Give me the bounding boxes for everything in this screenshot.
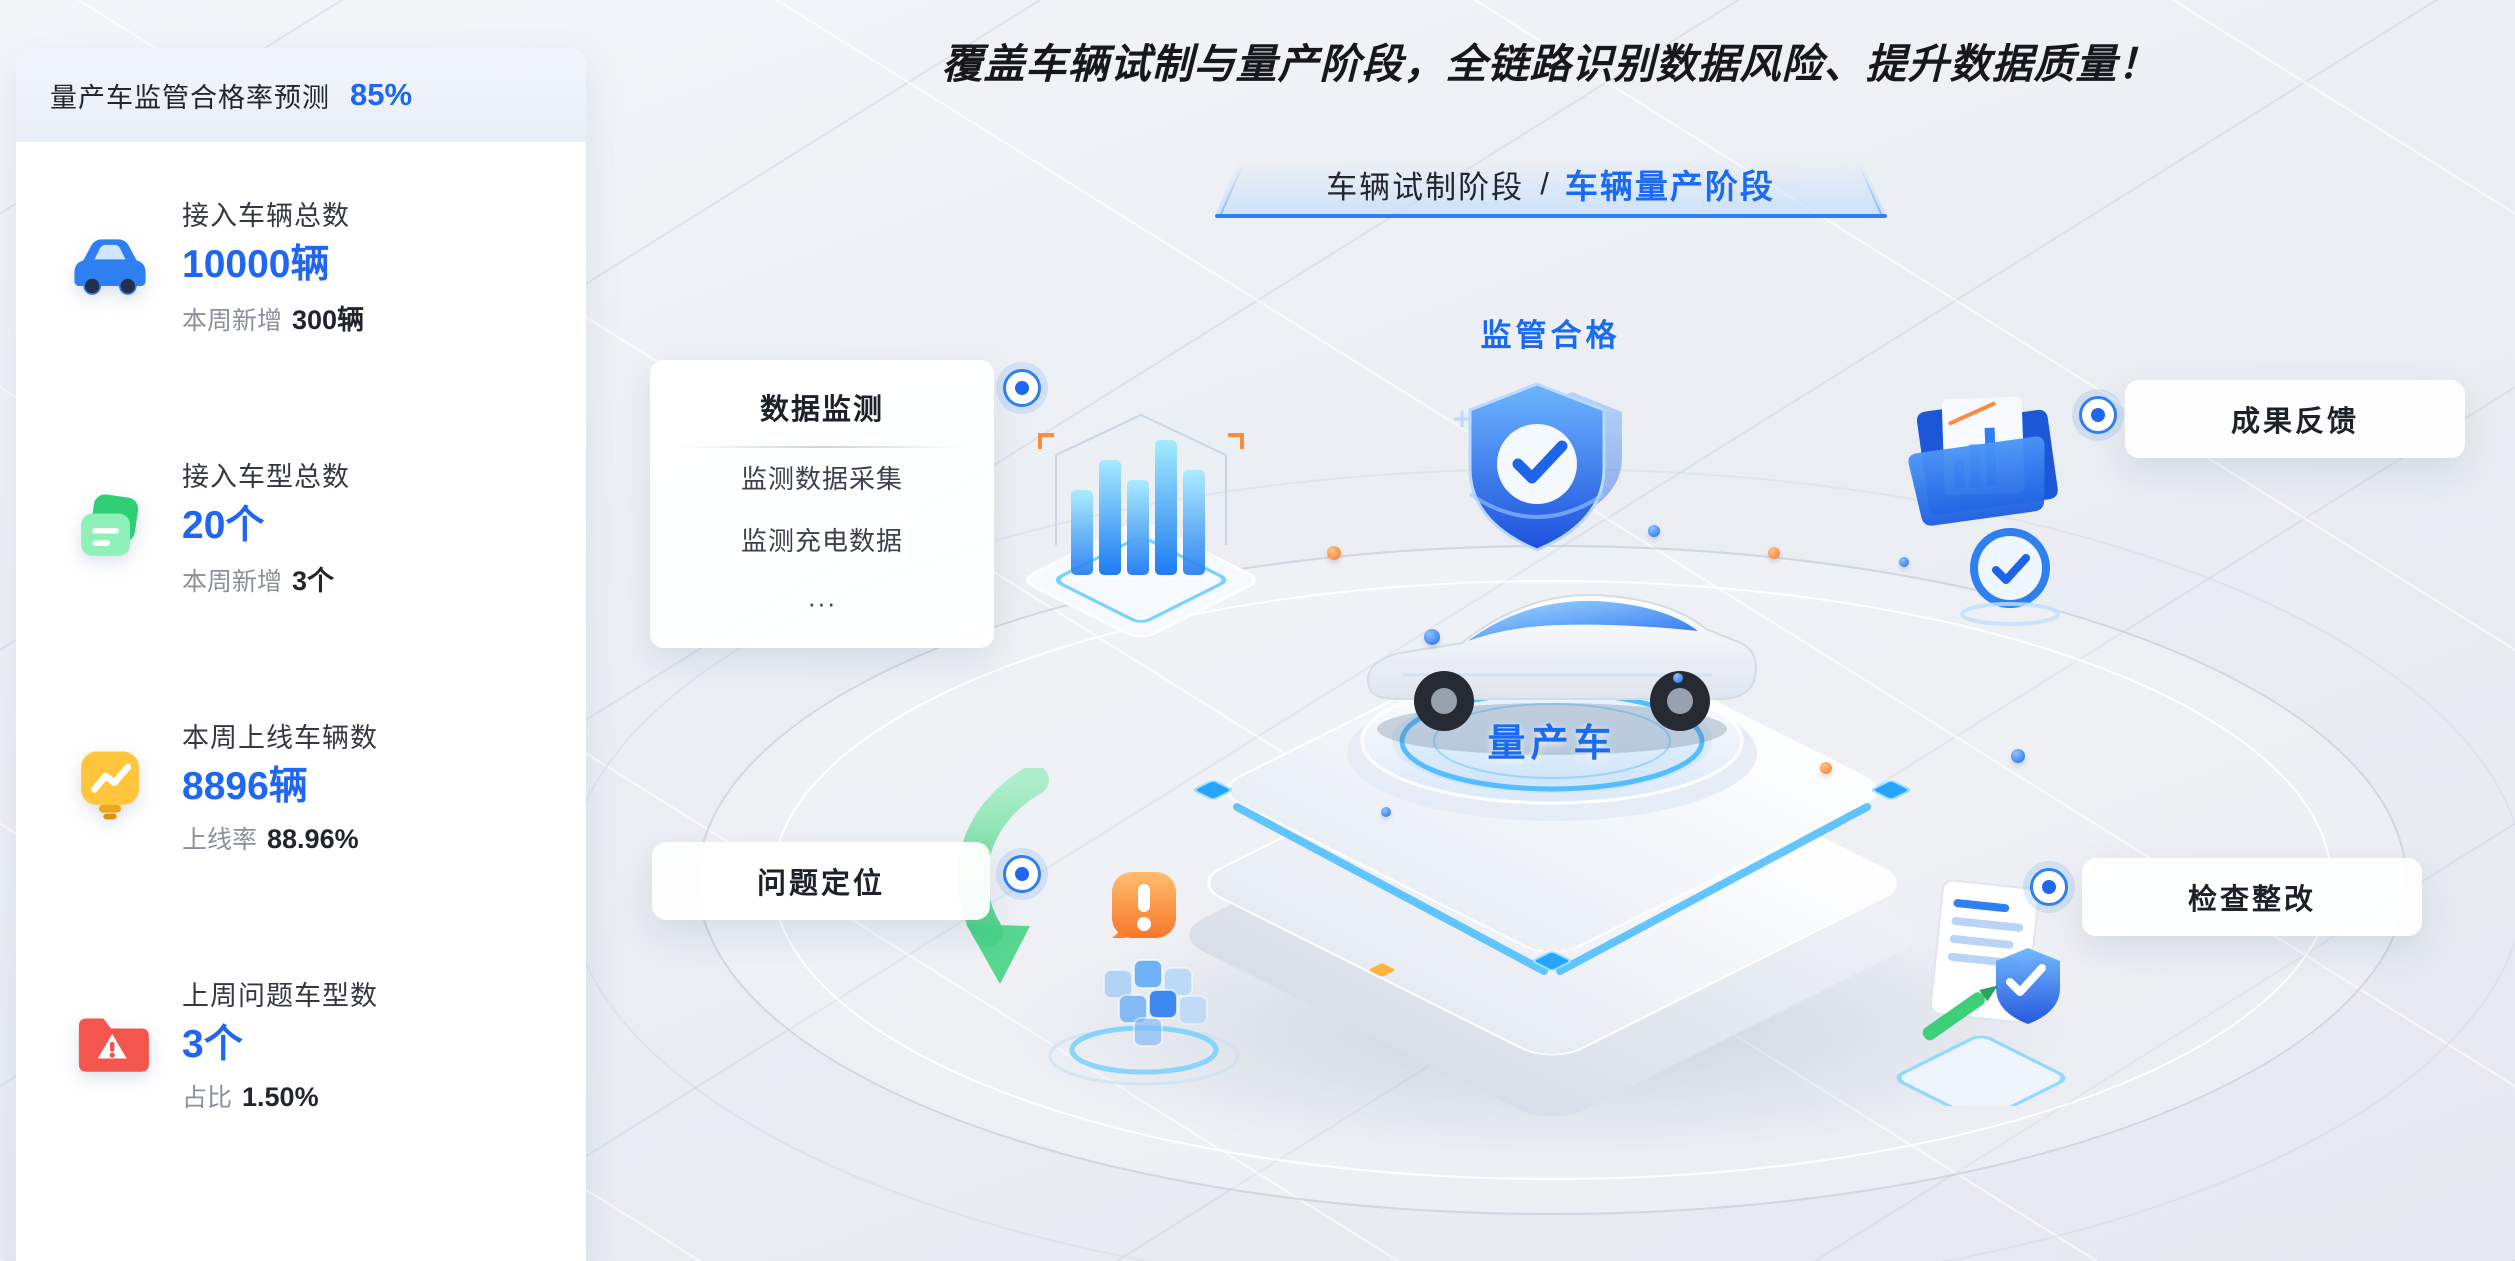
shield-check-icon [1453, 382, 1622, 552]
pass-rate-header: 量产车监管合格率预测 85% [16, 48, 586, 142]
monitor-item: 监测充电数据 [740, 526, 903, 556]
stat-problems: 上周问题车型数 3个 占比 1.50% [70, 974, 556, 1114]
clock-check-icon [1970, 528, 2050, 608]
monitor-item-more: ··· [807, 588, 837, 618]
node-marker-icon [2079, 396, 2117, 434]
stat-models: 接入车型总数 20个 本周新增 3个 [70, 455, 556, 598]
monitor-item: 监测数据采集 [740, 464, 903, 494]
stage-tab-background [1215, 158, 1887, 216]
card-rectify[interactable]: 检查整改 [2082, 858, 2422, 936]
node-marker-icon [1003, 855, 1041, 893]
stat-sub-label: 上线率 [182, 826, 258, 854]
stat-value: 8896辆 [182, 765, 308, 808]
page-title: 覆盖车辆试制与量产阶段，全链路识别数据风险、提升数据质量！ [941, 41, 2160, 87]
stat-sub-value: 1.50% [242, 1082, 319, 1112]
stat-sub-value: 300辆 [292, 305, 365, 335]
stat-subline: 本周新增 3个 [182, 559, 350, 598]
stat-sub-label: 占比 [182, 1084, 233, 1112]
tab-trial-stage[interactable]: 车辆试制阶段 [1326, 169, 1525, 205]
decor-dot-blue [2011, 749, 2025, 763]
card-title: 数据监测 [759, 394, 884, 426]
stat-label: 上周问题车型数 [182, 981, 378, 1011]
stat-sub-value: 88.96% [267, 824, 359, 854]
stat-label: 接入车型总数 [182, 462, 350, 492]
model-cards-icon [70, 487, 150, 567]
stat-body: 接入车型总数 20个 本周新增 3个 [182, 455, 350, 598]
node-marker-icon [1003, 369, 1041, 407]
decor-dot-blue [1648, 525, 1660, 537]
decor-dot-blue [1673, 673, 1683, 683]
stat-value: 20个 [182, 504, 265, 547]
city-data-icon [1026, 413, 1256, 638]
stat-vehicles: 接入车辆总数 10000辆 本周新增 300辆 [70, 194, 556, 337]
marker-dot [2042, 880, 2056, 894]
stat-sub-value: 3个 [292, 566, 335, 596]
decor-dot-orange [1327, 546, 1341, 560]
decor-dot-blue [1424, 629, 1440, 645]
tab-separator: / [1540, 166, 1549, 201]
stat-subline: 占比 1.50% [182, 1078, 378, 1114]
car-icon [70, 226, 150, 306]
stage-tab-labels: 车辆试制阶段 / 车辆量产阶段 [1215, 158, 1887, 216]
marker-dot [2091, 408, 2105, 422]
center-label: 量产车 [1487, 723, 1617, 765]
stat-value: 10000辆 [182, 243, 330, 286]
stat-body: 本周上线车辆数 8896辆 上线率 88.96% [182, 716, 378, 856]
stats-sidebar: 量产车监管合格率预测 85% 接入车辆总数 10000辆 本周新增 300辆 [16, 48, 586, 1261]
stat-body: 接入车辆总数 10000辆 本周新增 300辆 [182, 194, 364, 337]
document-check-icon [1896, 879, 2066, 1106]
pass-rate-label: 量产车监管合格率预测 [50, 82, 330, 113]
stage-tab-underline [1214, 214, 1887, 218]
alert-cubes-icon [1048, 872, 1240, 1086]
stat-label: 接入车辆总数 [182, 201, 350, 231]
stat-sub-label: 本周新增 [182, 568, 283, 596]
platform-car-illustration [1189, 593, 1915, 1117]
stat-label: 本周上线车辆数 [182, 723, 378, 753]
stat-subline: 上线率 88.96% [182, 820, 378, 856]
online-trend-icon [70, 746, 150, 826]
card-feedback[interactable]: 成果反馈 [2125, 380, 2465, 458]
node-marker-icon [2030, 868, 2068, 906]
tab-production-stage[interactable]: 车辆量产阶段 [1564, 168, 1775, 205]
card-locate[interactable]: 问题定位 [652, 842, 990, 920]
decor-dot-blue [1899, 557, 1909, 567]
marker-dot [1015, 381, 1029, 395]
marker-dot [1015, 867, 1029, 881]
stat-value: 3个 [182, 1023, 243, 1066]
folder-chart-icon [1908, 396, 2060, 626]
stat-sub-label: 本周新增 [182, 307, 283, 335]
scene-main: 覆盖车辆试制与量产阶段，全链路识别数据风险、提升数据质量！ 车辆试制阶段 / 车… [566, 0, 2515, 1261]
decor-dot-orange [1768, 547, 1780, 559]
card-divider [677, 446, 967, 448]
stat-online: 本周上线车辆数 8896辆 上线率 88.96% [70, 716, 556, 856]
stage-tabs: 车辆试制阶段 / 车辆量产阶段 [1214, 158, 1887, 218]
stat-body: 上周问题车型数 3个 占比 1.50% [182, 974, 378, 1114]
decor-dot-blue [1381, 807, 1391, 817]
problem-folder-icon [70, 1004, 150, 1084]
decor-dot-orange [1820, 762, 1832, 774]
pass-rate-value: 85% [350, 77, 413, 112]
status-label: 监管合格 [1480, 318, 1621, 353]
stat-subline: 本周新增 300辆 [182, 298, 364, 337]
stats-list: 接入车辆总数 10000辆 本周新增 300辆 [16, 142, 586, 1114]
card-data-monitor[interactable]: 数据监测 监测数据采集 监测充电数据 ··· [650, 360, 994, 648]
